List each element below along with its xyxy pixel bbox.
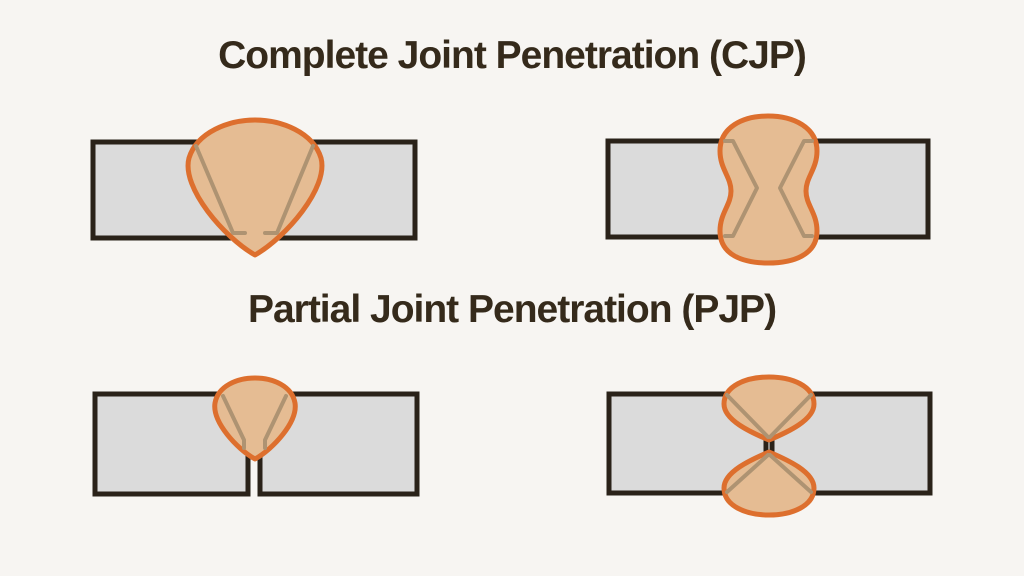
cjp-double-v-groove-diagram (605, 113, 931, 266)
groove-face-line-top-left (725, 393, 770, 439)
groove-face-line-right (263, 144, 315, 235)
groove-face-line-right (263, 394, 288, 450)
groove-face-line-top-right (768, 393, 813, 439)
weld-bead-bottom (721, 449, 817, 518)
cjp-section-title: Complete Joint Penetration (CJP) (218, 34, 807, 77)
weld-bead (185, 117, 325, 258)
groove-face-line-right (778, 139, 814, 238)
groove-face-line-left (194, 144, 247, 235)
pjp-single-v-groove-diagram (92, 375, 420, 497)
weld-bead (717, 113, 820, 266)
groove-face-line-left (221, 394, 246, 450)
groove-face-line-bottom-left (725, 453, 770, 494)
groove-face-line-left (723, 139, 759, 238)
pjp-double-sided-groove-diagram (606, 374, 933, 518)
weld-bead-top (721, 374, 817, 443)
pjp-section-title: Partial Joint Penetration (PJP) (247, 288, 777, 331)
groove-face-line-bottom-right (768, 453, 813, 494)
weld-bead (212, 375, 298, 462)
cjp-single-v-groove-diagram (90, 117, 418, 258)
